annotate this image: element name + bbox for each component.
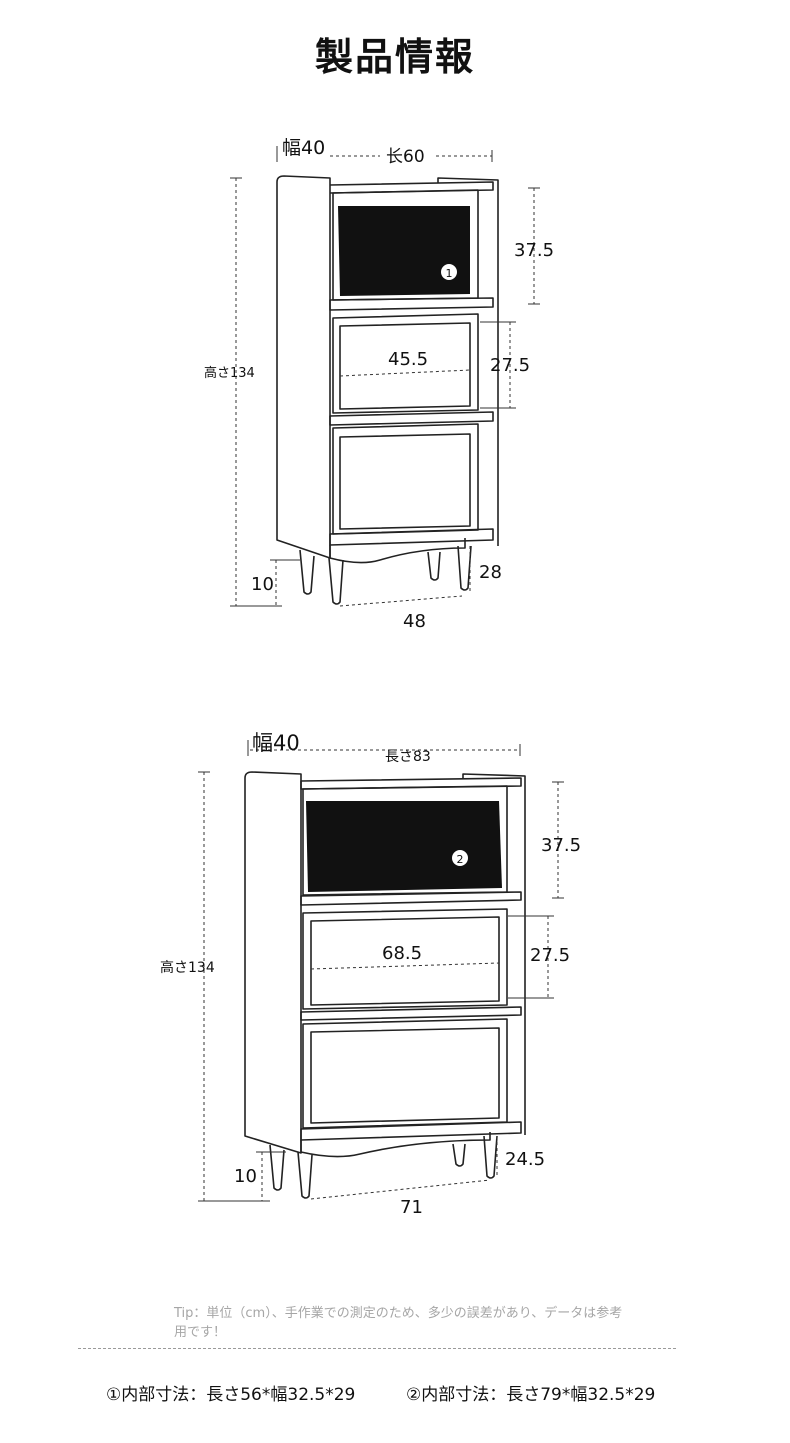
cabinet-large-top-board [300, 777, 522, 790]
cabinet-small-marker-circle [441, 264, 457, 280]
cabinet-small-leg-height: 10 [251, 574, 274, 595]
cabinet-small-marker: 1 [446, 267, 453, 280]
cabinet-small-bottom-board [329, 528, 494, 546]
cabinet-small-door3-frame [332, 423, 479, 535]
cabinet-large-leg-height: 10 [234, 1166, 257, 1187]
cabinet-large-depth: 24.5 [505, 1149, 545, 1170]
dim-bottom-line [339, 595, 463, 607]
divider [78, 1348, 676, 1349]
cabinet-large-back-top [462, 773, 526, 1135]
cabinet-small-leg3 [427, 551, 441, 581]
cabinet-small-apron [329, 538, 466, 564]
cabinet-small-shelf1 [329, 297, 494, 311]
cabinet-large-leg3 [452, 1143, 466, 1167]
cabinet-large-width-label: 幅40 [252, 731, 300, 755]
cabinet-large-bottom-length: 71 [400, 1197, 423, 1218]
cabinet-large-door2-frame [302, 908, 508, 1010]
cabinet-large-diagram: 2 幅40 長さ83 高さ134 37.5 68.5 27.5 10 24.5 … [160, 731, 581, 1218]
cabinet-small-width-label: 幅40 [282, 137, 325, 159]
cabinet-large-side-panel [244, 771, 302, 1154]
cabinet-small-diagram: 1 幅40 长60 高さ134 37.5 45.5 27.5 10 28 48 [204, 137, 554, 632]
cabinet-small-leg1 [299, 549, 315, 595]
cabinet-small-depth: 28 [479, 562, 502, 583]
inner-dimension-note-1: ①内部寸法：長さ56*幅32.5*29 [106, 1385, 356, 1405]
cabinet-large-door1-glass [306, 801, 502, 892]
cabinet-small-height-label: 高さ134 [204, 365, 255, 381]
cabinet-small-bottom-length: 48 [403, 611, 426, 632]
cabinet-large-bottom-board [300, 1121, 522, 1141]
cabinet-large-length-label: 長さ83 [385, 749, 431, 765]
inner-dimension-note-2: ②内部寸法：長さ79*幅32.5*29 [406, 1385, 656, 1405]
cabinet-large-marker-circle [452, 850, 468, 866]
cabinet-large-apron [300, 1132, 491, 1158]
cabinet-large-door2-glass [310, 916, 500, 1006]
cabinet-small-door3-glass [339, 433, 471, 530]
dim-bottom-line-large [310, 1179, 491, 1200]
cabinet-small-side-panel [276, 175, 331, 559]
dim-inner-width-line [339, 369, 471, 377]
cabinet-small-leg2 [328, 557, 344, 605]
cabinet-large-shelf-top: 37.5 [541, 835, 581, 856]
cabinet-large-door3-frame [302, 1018, 508, 1129]
cabinet-large-leg2 [297, 1151, 313, 1199]
cabinet-large-door3-glass [310, 1027, 500, 1124]
cabinet-large-height-label: 高さ134 [160, 959, 215, 976]
cabinet-small-door1-glass [338, 206, 470, 296]
cabinet-large-leg1 [269, 1144, 285, 1191]
page-title: 製品情報 [314, 35, 475, 79]
cabinet-large-leg4 [483, 1135, 498, 1179]
cabinet-small-shelf2 [329, 411, 494, 426]
cabinet-large-inner-width: 68.5 [382, 943, 422, 964]
cabinet-small-inner-width: 45.5 [388, 349, 428, 370]
dim-inner-width-line-large [310, 962, 500, 970]
cabinet-large-shelf2 [300, 1006, 522, 1021]
cabinet-small-shelf-top: 37.5 [514, 240, 554, 261]
cabinet-large-shelf1 [300, 891, 522, 906]
cabinet-small-back-top [437, 177, 499, 546]
cabinet-small-door2-glass [339, 322, 471, 410]
cabinet-small-length-label: 长60 [386, 147, 425, 167]
tip-text: Tip：単位（cm）、手作業での測定のため、多少の誤差があり、データは参考用です… [174, 1306, 623, 1340]
cabinet-large-shelf-mid: 27.5 [530, 945, 570, 966]
cabinet-small-shelf-mid: 27.5 [490, 355, 530, 376]
cabinet-small-leg4 [457, 545, 472, 591]
cabinet-small-door2-frame [332, 313, 479, 414]
cabinet-large-marker: 2 [457, 853, 464, 866]
